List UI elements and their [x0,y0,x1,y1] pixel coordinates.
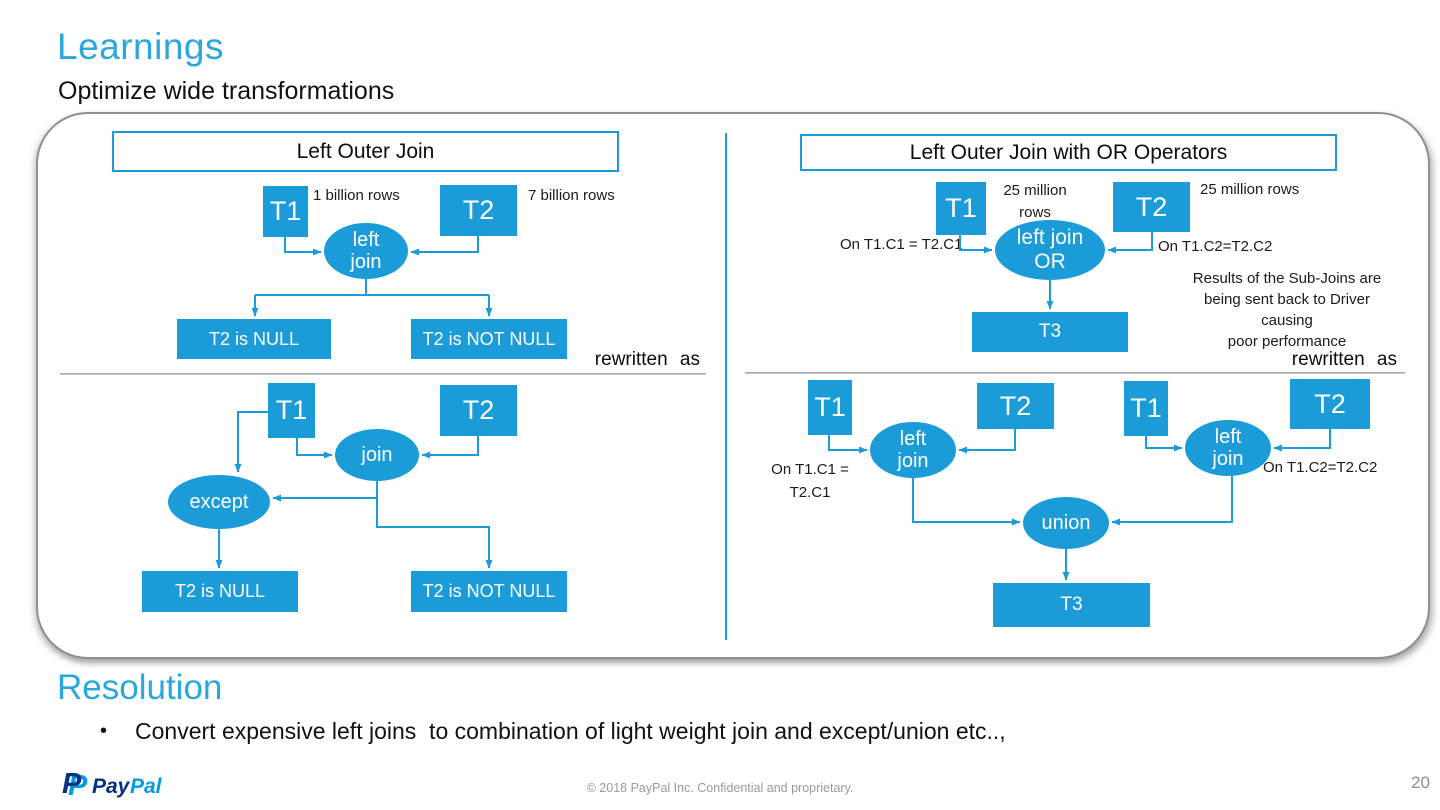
right-rewritten-as-label: rewritten as [1291,349,1397,370]
left-section-divider [60,373,706,375]
notnull-label: T2 is NOT NULL [422,328,556,349]
right-top-t1-box: T1 [936,182,986,235]
right-top-on-left-label: On T1.C1 = T2.C1 [840,236,963,253]
leftjoin-line1: left [352,228,380,251]
paypal-monogram-back: P [68,770,88,802]
left-rewritten-as-label: rewritten as [594,349,700,370]
join-label: join [361,443,393,466]
t1-label: T1 [269,196,302,226]
right-top-on-right-label: On T1.C2=T2.C2 [1158,238,1273,255]
null-label: T2 is NULL [174,581,266,601]
left-bottom-t2-box: T2 [440,385,517,436]
t2-label: T2 [462,395,495,425]
on-line-1: On T1.C1 = [771,461,849,478]
null-label: T2 is NULL [208,328,300,349]
note-line-3: poor performance [1227,333,1347,350]
left-top-t1-box: T1 [263,186,308,237]
leftjoin-line2: join [897,450,929,472]
right-section-divider [745,372,1405,374]
resolution-bullet-row: • Convert expensive left joins to combin… [100,718,1350,745]
right-bottom-b-t2-box: T2 [1290,379,1370,429]
right-top-t2-box: T2 [1113,182,1190,232]
t3-label: T3 [1038,321,1062,342]
right-bottom-a-t2-box: T2 [977,383,1054,429]
left-top-null-box: T2 is NULL [177,319,331,359]
right-bottom-b-leftjoin-ellipse: left join [1185,420,1271,476]
right-top-leftjoin-or-ellipse: left join OR [995,220,1105,280]
t1-label: T1 [945,193,977,223]
t1-label: T1 [814,392,846,422]
leftjoin-line2: join [350,251,382,273]
left-panel-title: Left Outer Join [112,131,619,172]
t3-label: T3 [1060,594,1083,615]
paypal-logo-icon: P P Pay Pal [62,768,163,802]
left-panel-title-label: Left Outer Join [296,139,435,163]
left-bottom-join-ellipse: join [335,429,419,481]
resolution-bullet-text: Convert expensive left joins to combinat… [135,718,1006,744]
panel-divider [725,133,727,640]
paypal-wordmark-pay: Pay [92,775,131,798]
left-top-t2-rows-label: 7 billion rows [528,187,615,204]
right-bottom-union-ellipse: union [1023,497,1109,549]
left-top-leftjoin-ellipse: left join [324,223,408,279]
resolution-heading: Resolution [57,668,223,707]
t2-label: T2 [999,390,1032,421]
leftjoin-line1: left [899,427,927,450]
left-bottom-except-ellipse: except [168,475,270,529]
footer-copyright: © 2018 PayPal Inc. Confidential and prop… [586,781,854,795]
right-bottom-a-leftjoin-ellipse: left join [870,422,956,478]
right-panel-title-label: Left Outer Join with OR Operators [909,140,1228,164]
paypal-monogram-front: P [62,768,82,800]
t1-label: T1 [275,395,308,425]
right-bottom-a-t1-box: T1 [808,380,852,435]
notnull-label: T2 is NOT NULL [422,581,556,601]
paypal-wordmark-pal: Pal [130,775,163,798]
right-bottom-t3-box: T3 [993,583,1150,627]
t1-label: T1 [1130,393,1162,423]
right-top-t1-rows-label: 25 million rows [1003,182,1067,221]
page-subtitle: Optimize wide transformations [58,77,395,105]
leftjoin-or-line2: OR [1034,250,1066,273]
left-bottom-t1-box: T1 [268,383,315,438]
right-bottom-a-on-label: On T1.C1 = T2.C1 [762,458,858,505]
t2-label: T2 [1135,191,1168,222]
leftjoin-or-line1: left join [1016,226,1084,250]
union-label: union [1041,511,1091,534]
bullet-icon: • [100,720,108,742]
subjoin-note: Results of the Sub-Joins are being sent … [1182,268,1392,352]
except-label: except [189,490,249,513]
page-number: 20 [1411,773,1430,792]
page-title: Learnings [57,26,225,67]
leftjoin-line1: left [1214,425,1242,448]
left-top-t1-rows-label: 1 billion rows [313,187,400,204]
note-line-1: Results of the Sub-Joins are [1192,270,1382,287]
t2-label: T2 [1314,388,1346,419]
right-top-t3-box: T3 [972,312,1128,352]
note-line-2: being sent back to Driver causing [1204,291,1370,329]
right-top-t2-rows-label: 25 million rows [1200,181,1300,198]
left-bottom-null-box: T2 is NULL [142,571,298,612]
left-bottom-notnull-box: T2 is NOT NULL [411,571,567,612]
t2-label: T2 [462,195,495,225]
left-top-notnull-box: T2 is NOT NULL [411,319,567,359]
right-panel-title: Left Outer Join with OR Operators [800,134,1337,171]
right-bottom-b-on-label: On T1.C2=T2.C2 [1263,459,1378,476]
on-line-2: T2.C1 [789,484,831,502]
leftjoin-line2: join [1212,448,1244,470]
right-bottom-b-t1-box: T1 [1124,381,1168,436]
left-top-t2-box: T2 [440,185,517,236]
